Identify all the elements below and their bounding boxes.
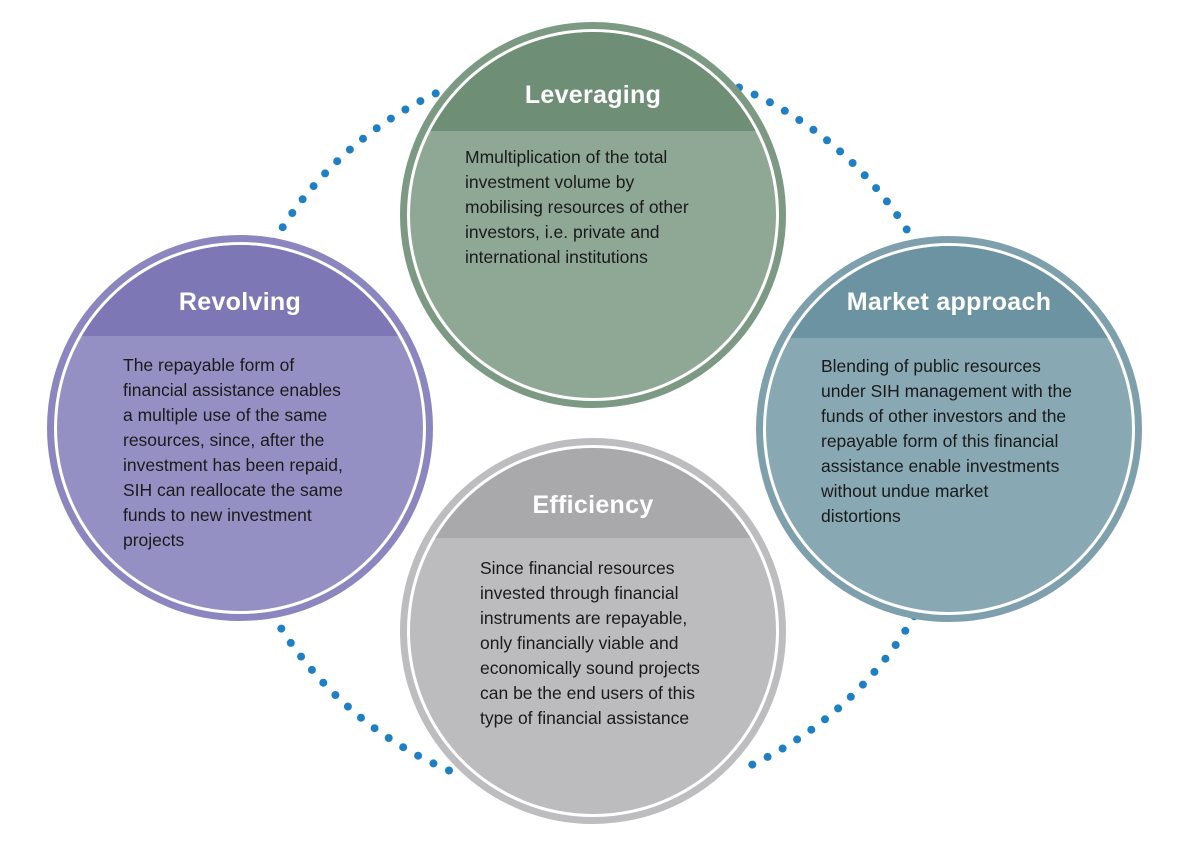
connector-dot-upper-right <box>780 106 789 115</box>
connector-dot-lower-right <box>748 760 757 769</box>
connector-dot-upper-left <box>333 157 342 166</box>
connector-dot-upper-left <box>372 124 381 133</box>
leveraging-circle: Leveraging Mmultiplication of the total … <box>410 32 776 398</box>
revolving-circle: Revolving The repayable form of financia… <box>57 245 423 611</box>
connector-dot-upper-left <box>401 105 410 114</box>
connector-dot-upper-left <box>309 182 318 191</box>
connector-dot-lower-left <box>286 638 295 647</box>
connector-dot-lower-left <box>331 691 340 699</box>
connector-dot-lower-right <box>901 626 910 635</box>
connector-dot-lower-right <box>881 654 890 663</box>
connector-dot-upper-left <box>288 209 297 217</box>
market-approach-circle: Market approach Blending of public resou… <box>766 246 1132 612</box>
connector-dot-lower-left <box>357 713 365 722</box>
connector-dot-lower-right <box>807 725 816 734</box>
connector-dot-upper-right <box>882 197 891 206</box>
connector-dot-lower-right <box>778 744 787 753</box>
connector-dot-lower-left <box>414 751 423 760</box>
efficiency-title: Efficiency <box>532 491 654 519</box>
connector-dot-upper-right <box>848 159 857 167</box>
connector-dot-lower-left <box>370 724 379 733</box>
connector-dot-lower-right <box>858 680 867 689</box>
connector-dot-lower-left <box>343 702 352 711</box>
connector-dot-upper-right <box>836 147 845 156</box>
connector-dot-upper-left <box>298 195 307 204</box>
connector-dot-lower-left <box>297 652 306 661</box>
connector-dot-upper-left <box>359 134 367 143</box>
connector-dot-lower-right <box>793 735 802 744</box>
market-approach-circle-ring: Market approach Blending of public resou… <box>756 236 1142 622</box>
connector-dot-upper-right <box>872 184 881 193</box>
leveraging-description: Mmultiplication of the total investment … <box>465 147 689 267</box>
connector-dot-lower-right <box>870 667 879 676</box>
connector-dot-lower-left <box>277 624 286 633</box>
connector-dot-lower-right <box>763 752 772 761</box>
connector-dot-upper-left <box>321 169 330 178</box>
market-approach-title-band: Market approach <box>766 246 1132 338</box>
efficiency-circle-ring: Efficiency Since financial resources inv… <box>400 438 786 824</box>
connector-dot-upper-right <box>809 125 818 134</box>
efficiency-circle: Efficiency Since financial resources inv… <box>410 448 776 814</box>
efficiency-title-band: Efficiency <box>410 448 776 538</box>
revolving-title: Revolving <box>178 288 302 316</box>
leveraging-title-band: Leveraging <box>410 32 776 131</box>
revolving-description: The repayable form of financial assistan… <box>123 355 343 550</box>
connector-dot-upper-right <box>893 211 902 220</box>
connector-dot-upper-right <box>860 171 869 180</box>
connector-dot-lower-left <box>445 766 453 775</box>
leveraging-title: Leveraging <box>524 81 662 109</box>
revolving-title-band: Revolving <box>57 245 423 336</box>
connector-dot-lower-right <box>834 704 843 713</box>
connector-dot-lower-left <box>399 743 408 752</box>
connector-dot-upper-right <box>902 225 911 234</box>
connector-dot-lower-left <box>307 665 316 674</box>
connector-dot-lower-right <box>846 692 855 701</box>
efficiency-description: Since financial resources invested throu… <box>480 558 700 728</box>
revolving-circle-ring: Revolving The repayable form of financia… <box>47 235 433 621</box>
connector-dot-upper-left <box>386 114 395 123</box>
connector-dot-lower-left <box>384 734 393 742</box>
market-approach-title: Market approach <box>846 288 1052 316</box>
connector-dot-upper-right <box>795 116 804 124</box>
leveraging-circle-ring: Leveraging Mmultiplication of the total … <box>400 22 786 408</box>
connector-dot-lower-right <box>821 715 829 724</box>
connector-dot-upper-left <box>345 145 354 154</box>
connector-dot-upper-right <box>823 136 831 145</box>
connector-dot-lower-right <box>891 641 900 649</box>
connector-dot-lower-left <box>319 678 328 687</box>
market-approach-description: Blending of public resources under SIH m… <box>821 356 1072 526</box>
connector-dot-lower-left <box>429 759 438 768</box>
connector-dot-upper-left <box>278 223 287 232</box>
